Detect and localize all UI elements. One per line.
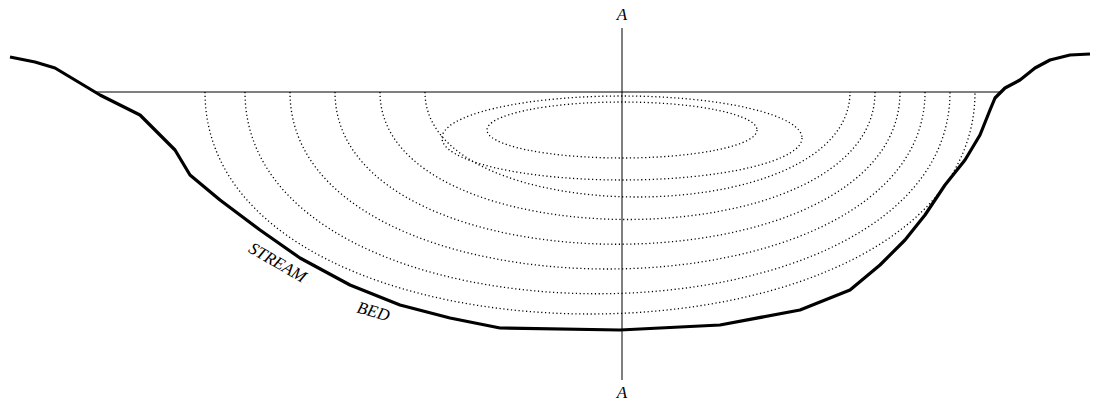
bed-label: STREAM	[246, 239, 309, 285]
section-label: A	[617, 6, 627, 23]
contour	[290, 92, 925, 269]
contour	[380, 92, 875, 220]
contour	[335, 92, 900, 244]
water-surface	[95, 92, 1000, 93]
contour	[245, 92, 950, 294]
section-label: A	[617, 384, 627, 401]
section-line	[622, 28, 623, 380]
stream-bed	[10, 54, 1090, 330]
contour	[425, 92, 850, 197]
bed-label: BED	[356, 298, 392, 323]
